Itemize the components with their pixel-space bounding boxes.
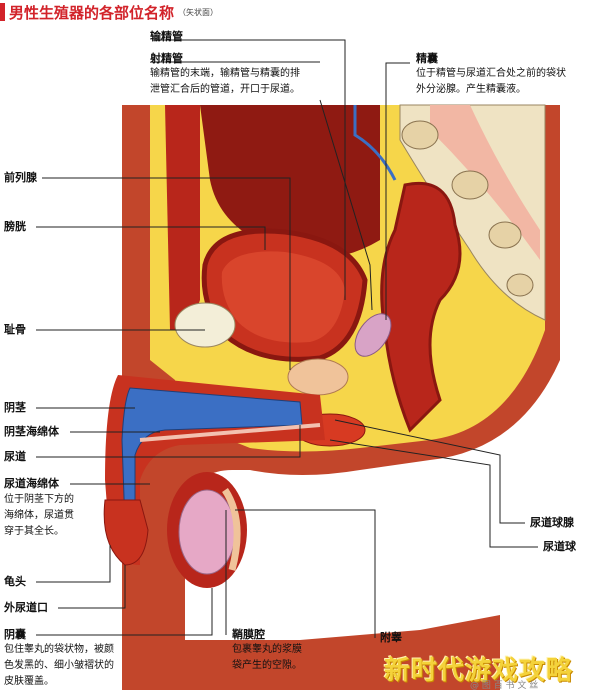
leader-scrotum [36,588,213,636]
label-vas-deferens: 输精管 [150,30,183,43]
vertebra-3 [488,221,522,249]
leader-urethra [36,425,301,458]
label-epididymis: 附睾 [380,631,402,644]
vertebra-1 [401,120,439,150]
desc-ejaculatory-1: 输精管的末端，输精管与精囊的排 [150,68,300,79]
label-corpus-spongiosum: 尿道海绵体 [4,477,59,490]
label-pubis: 耻骨 [4,323,26,336]
peritoneum-blue [353,105,397,181]
desc-tunica-2: 袋产生的空隙。 [232,660,302,671]
desc-tunica-1: 包裹睾丸的浆膜 [232,644,302,655]
label-tunica-cavity: 鞘膜腔 [232,628,265,641]
testis-shape [178,489,236,575]
pubic-bone [174,302,236,348]
abdominal-wall [165,105,200,330]
label-bulbourethral-gland: 尿道球腺 [530,516,574,529]
watermark-text: 新时代游戏攻略 [384,656,574,686]
desc-ejaculatory-2: 泄管汇合后的管道，开口于尿道。 [150,84,300,95]
leader-prostate [42,177,291,370]
leader-bulbourethral [334,419,525,524]
leader-urethral-bulb [329,439,538,548]
label-prostate: 前列腺 [4,171,37,184]
leader-bladder [36,226,266,250]
glans-shape [103,499,149,566]
leader-orifice [58,565,126,609]
urethra-line [139,423,321,442]
leader-epididymis [235,509,376,638]
title-accent-bar [0,3,5,21]
label-penis: 阴茎 [4,401,26,414]
label-urethra: 尿道 [4,450,26,463]
desc-spongiosum-3: 穿于其全长。 [4,526,64,537]
desc-seminal-2: 外分泌腺。产生精囊液。 [416,84,526,95]
title-text: 男性生殖器的各部位名称 [9,3,175,22]
desc-scrotum-2: 色发黑的、细小皱褶状的 [4,660,114,671]
desc-spongiosum-2: 海绵体，尿道贯 [4,510,74,521]
label-corpus-cavernosum: 阴茎海绵体 [4,425,59,438]
label-urethral-bulb: 尿道球 [543,540,576,553]
watermark-small: @ 图 百 书 文 丝 [470,681,539,691]
figure-title: 男性生殖器的各部位名称 （矢状面） [0,2,218,22]
prostate-shape [287,358,349,396]
rectum [380,181,462,433]
label-glans: 龟头 [4,575,26,588]
leader-ejaculatory-2 [319,99,373,311]
vertebra-4 [506,273,534,297]
title-subtitle: （矢状面） [178,7,219,17]
corpus-cavernosum-shape [121,387,303,526]
vertebra-2 [451,170,489,200]
desc-spongiosum-1: 位于阴茎下方的 [4,494,74,505]
label-seminal-vesicle: 精囊 [416,52,438,65]
seminal-vesicle-shape [354,313,392,357]
desc-seminal-1: 位于精管与尿道汇合处之前的袋状 [416,68,566,79]
label-bladder: 膀胱 [4,220,26,233]
label-ejaculatory-duct: 射精管 [150,52,183,65]
sacrum [399,104,546,321]
label-scrotum: 阴囊 [4,628,26,641]
leader-glans [36,545,111,583]
epididymis-shape [222,488,241,571]
leader-seminal [385,62,410,320]
leader-vas-deferens [152,39,346,300]
desc-scrotum-1: 包住睾丸的袋状物，被颜 [4,644,114,655]
label-external-urethral-orifice: 外尿道口 [4,601,48,614]
leader-lines [36,39,538,638]
desc-scrotum-3: 皮肤覆盖。 [4,676,54,687]
bladder-inner [221,251,345,343]
